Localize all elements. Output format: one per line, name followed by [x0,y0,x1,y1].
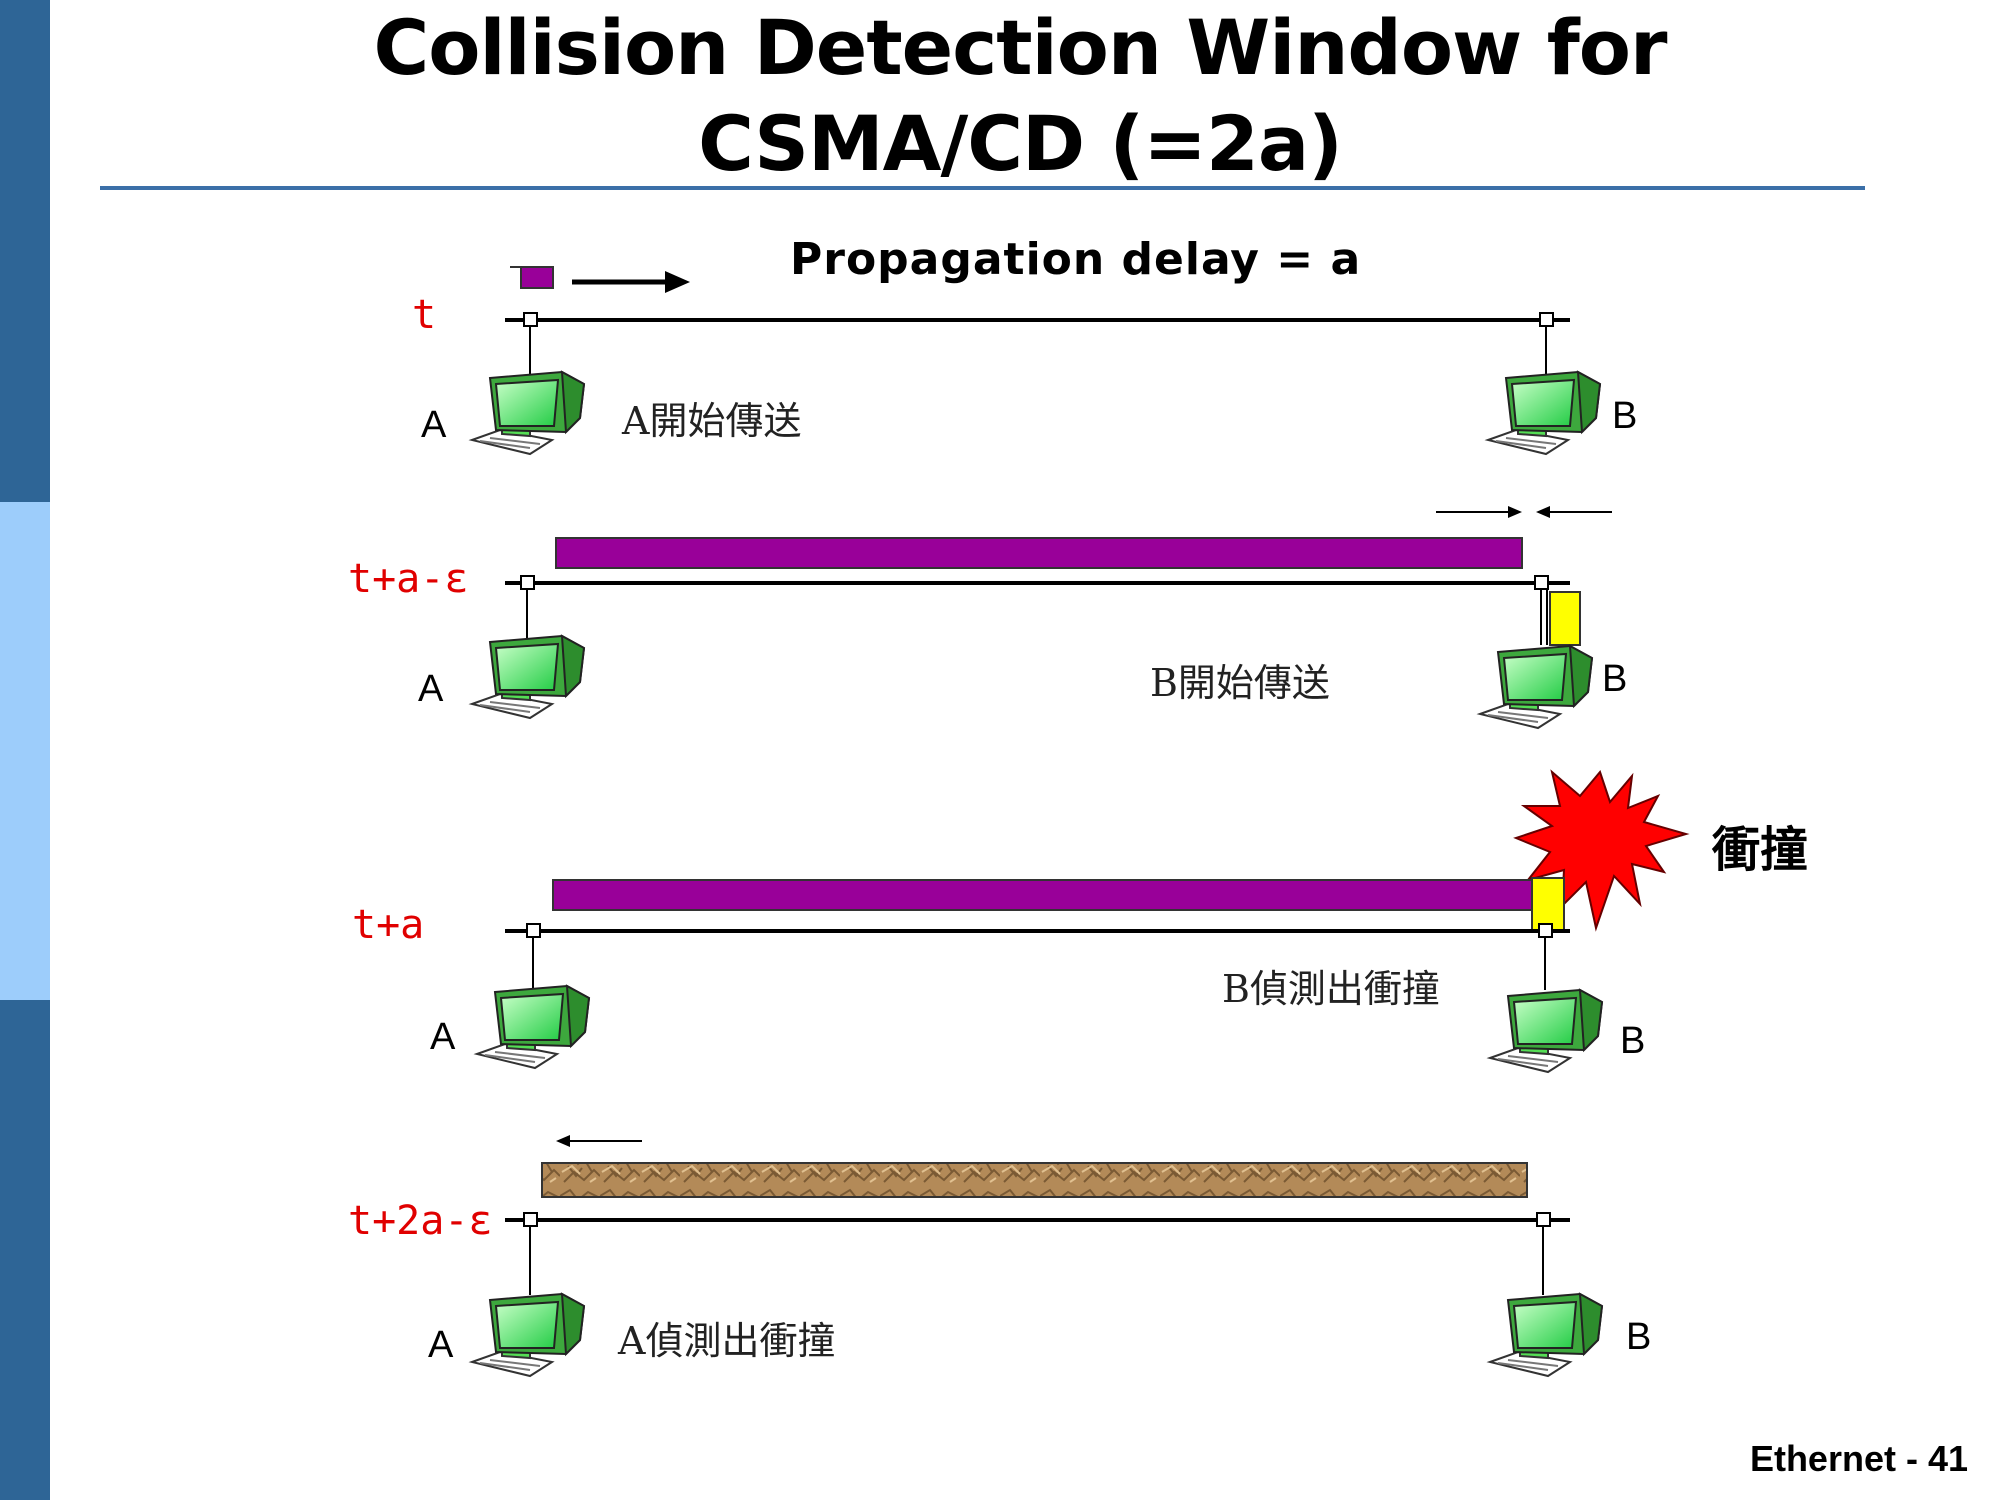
slide-title: Collision Detection Window for CSMA/CD (… [120,0,1920,192]
tap-a [526,923,541,938]
panel-2 [471,506,1612,729]
slide-footer: Ethernet - 41 [1749,1438,1968,1479]
sidebar-band-top [0,0,50,502]
frame-a-small [520,266,554,289]
station-b-label: B [1612,395,1638,437]
title-underline [100,186,1865,190]
computer-icon [1489,1293,1603,1377]
tap-a [520,575,535,590]
propagation-delay-label: Propagation delay = a [790,234,1362,285]
computer-icon [471,371,585,455]
time-label: t [412,292,437,338]
frame-b [1549,591,1581,646]
panel-3 [476,769,1690,1073]
frame-b [1531,877,1565,932]
computer-icon [1487,371,1601,455]
jam-signal [541,1162,1528,1198]
collision-burst-icon [1513,769,1690,932]
computer-icon [471,635,585,719]
station-a-label: A [421,404,447,446]
station-b-label: B [1620,1020,1646,1062]
frame-a-full [552,879,1534,911]
arrow-right-icon [1436,506,1522,518]
arrow-left-icon [1536,506,1612,518]
station-a-label: A [430,1016,456,1058]
computer-icon [471,1293,585,1377]
tap-b [1536,1212,1551,1227]
arrow-left-icon [556,1135,642,1147]
event-label: B偵測出衝撞 [1222,967,1440,1011]
panel-4 [471,1135,1603,1377]
collision-label: 衝撞 [1712,822,1809,878]
title-line-1: Collision Detection Window for [373,3,1668,92]
station-a-label: A [418,668,444,710]
event-label: A偵測出衝撞 [618,1319,836,1363]
computer-icon [1479,645,1593,729]
tap-b [1534,575,1549,590]
sidebar-band-bottom [0,1000,50,1500]
time-label: t+a-ε [348,556,469,602]
tap-b [1538,923,1553,938]
sidebar-band-middle [0,502,50,1000]
tap-a [523,1212,538,1227]
event-label: A開始傳送 [622,399,802,443]
station-b-label: B [1602,658,1628,700]
panel-1 [471,266,1601,455]
time-label: t+2a-ε [348,1198,493,1244]
station-b-label: B [1626,1316,1652,1358]
tap-b [1539,312,1554,327]
time-label: t+a [352,902,425,948]
computer-icon [476,985,590,1069]
tap-a [523,312,538,327]
station-a-label: A [428,1324,454,1366]
frame-a-long [555,537,1523,569]
computer-icon [1489,989,1603,1073]
arrow-right-icon [572,271,690,293]
title-line-2: CSMA/CD (=2a) [698,99,1343,188]
event-label: B開始傳送 [1150,661,1330,705]
